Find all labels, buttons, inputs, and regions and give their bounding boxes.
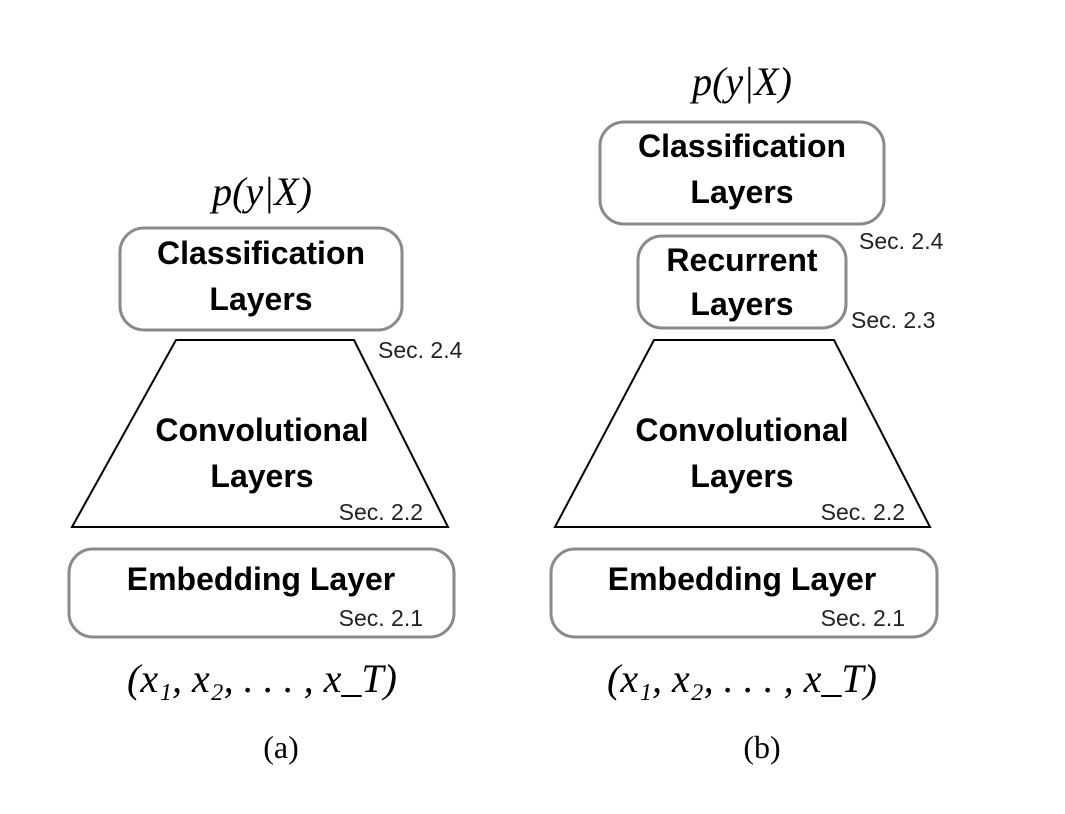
- panel-b-classification-label-1: Classification: [638, 128, 846, 164]
- panel-a-output-formula: p(y|X): [209, 169, 312, 214]
- panel-a-embedding-sec: Sec. 2.1: [339, 605, 423, 631]
- panel-b-output-formula: p(y|X): [689, 59, 792, 104]
- panel-a-convolutional-trapezoid: [70, 339, 450, 528]
- panel-a-convolutional-block: Convolutional Layers Sec. 2.2: [70, 339, 450, 528]
- panel-b-recurrent-label-2: Layers: [690, 286, 793, 322]
- panel-b: p(y|X) Classification Layers Sec. 2.4 Re…: [549, 59, 944, 765]
- panel-b-classification-label-2: Layers: [690, 174, 793, 210]
- panel-a-embedding-label: Embedding Layer: [127, 561, 396, 597]
- panel-b-recurrent-sec: Sec. 2.3: [851, 307, 935, 333]
- panel-b-embedding-sec: Sec. 2.1: [821, 605, 905, 631]
- panel-b-recurrent-box: [636, 234, 848, 330]
- panel-b-embedding-box: [549, 547, 939, 639]
- panel-a-classification-box: [118, 226, 404, 332]
- panel-a-classification-label-2: Layers: [209, 281, 312, 317]
- panel-b-classification-box: [598, 120, 886, 226]
- panel-a-embedding-box: [67, 547, 456, 639]
- panel-a-embedding-block: Embedding Layer Sec. 2.1: [67, 547, 456, 639]
- panel-a-classification-label-1: Classification: [157, 235, 365, 271]
- panel-b-caption: (b): [743, 729, 780, 765]
- panel-b-convolutional-label-2: Layers: [690, 458, 793, 494]
- panel-a-classification-block: Classification Layers: [118, 226, 404, 332]
- panel-b-embedding-block: Embedding Layer Sec. 2.1: [549, 547, 939, 639]
- panel-a-convolutional-sec: Sec. 2.2: [339, 499, 423, 525]
- panel-b-input-formula: (x₁, x₂, . . . , x_T): [607, 656, 877, 701]
- panel-b-embedding-label: Embedding Layer: [608, 561, 877, 597]
- panel-b-classification-sec: Sec. 2.4: [859, 228, 944, 254]
- panel-a-input-formula: (x₁, x₂, . . . , x_T): [127, 656, 397, 701]
- panel-b-classification-block: Classification Layers: [598, 120, 886, 226]
- panel-b-recurrent-label-1: Recurrent: [666, 242, 818, 278]
- panel-a-convolutional-label-2: Layers: [210, 458, 313, 494]
- panel-a-caption: (a): [263, 729, 299, 765]
- panel-a-classification-sec: Sec. 2.4: [378, 337, 463, 363]
- panel-b-convolutional-trapezoid: [553, 339, 932, 528]
- panel-b-convolutional-label-1: Convolutional: [635, 412, 848, 448]
- panel-a-convolutional-label-1: Convolutional: [155, 412, 368, 448]
- panel-a: p(y|X) Classification Layers Sec. 2.4 Co…: [67, 169, 463, 765]
- panel-b-recurrent-block: Recurrent Layers: [636, 234, 848, 330]
- panel-b-convolutional-block: Convolutional Layers Sec. 2.2: [553, 339, 932, 528]
- panel-b-convolutional-sec: Sec. 2.2: [821, 499, 905, 525]
